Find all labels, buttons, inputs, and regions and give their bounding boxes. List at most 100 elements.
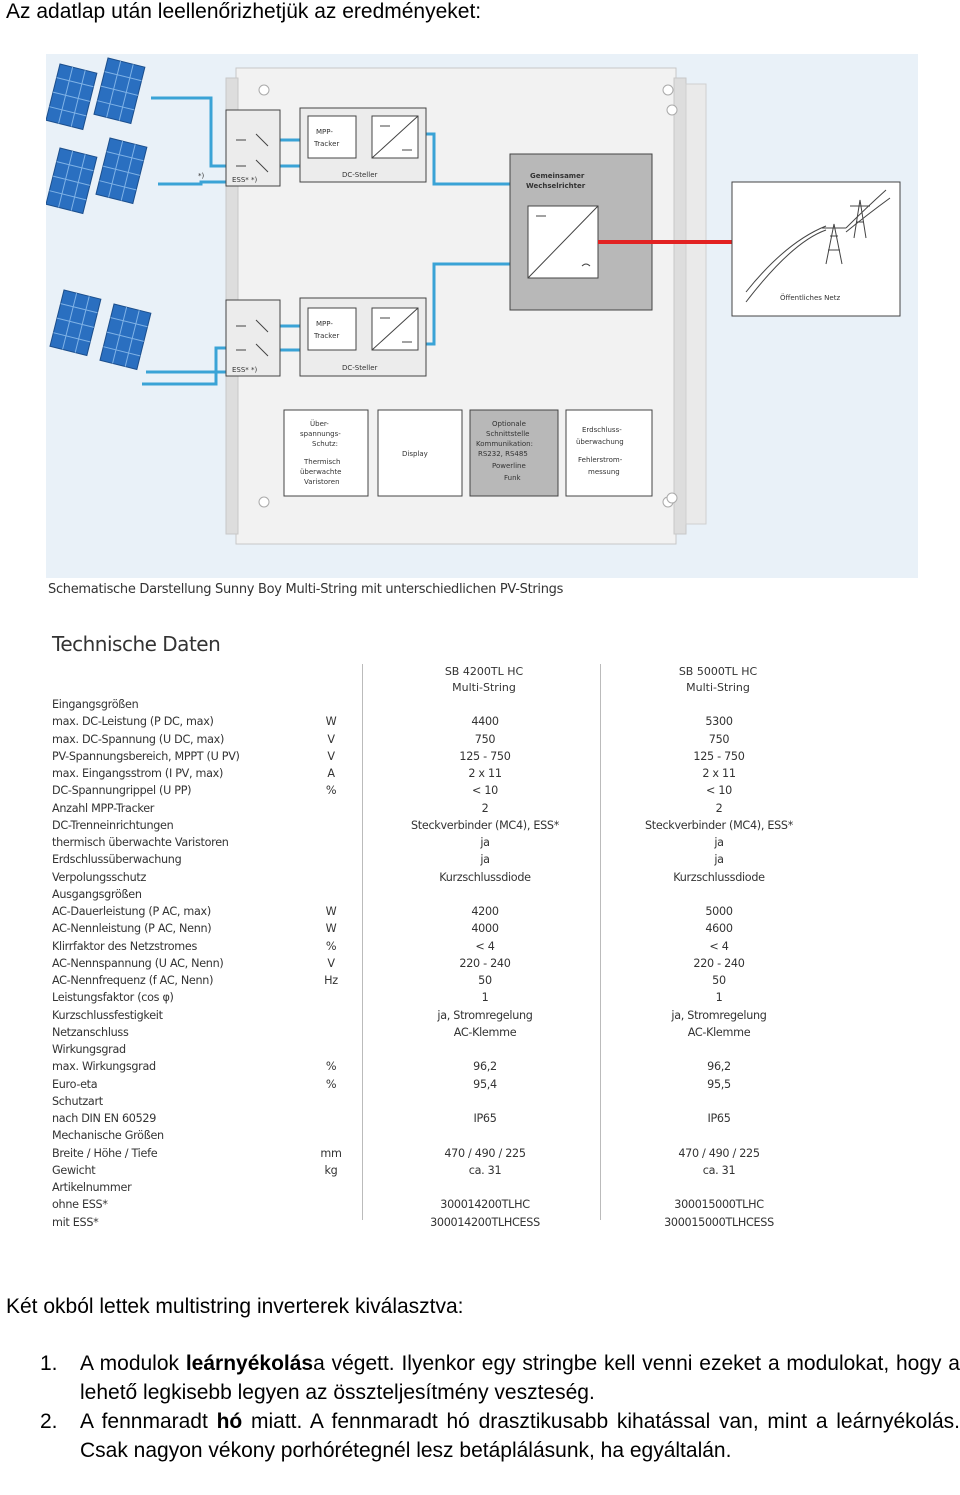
value-sb5000: IP65	[707, 1112, 731, 1125]
value-sb4200: ja	[480, 853, 490, 867]
svg-text:RS232, RS485: RS232, RS485	[478, 450, 528, 458]
value-sb5000: 4600	[705, 922, 733, 936]
solar-panel-icon	[46, 57, 152, 371]
value-sb4200: 470 / 490 / 225	[444, 1146, 526, 1160]
value-sb4200: 95,4	[473, 1077, 497, 1091]
row-label: Wirkungsgrad	[52, 1043, 126, 1056]
ess-label-top: ESS* *)	[232, 176, 258, 184]
svg-text:Funk: Funk	[504, 474, 522, 482]
value-sb5000: Steckverbinder (MC4), ESS*	[644, 818, 794, 832]
svg-text:spannungs-: spannungs-	[300, 430, 341, 438]
value-sb5000: 125 - 750	[693, 749, 745, 763]
table-row: Klirrfaktor des Netzstromes%< 4< 4	[0, 940, 960, 957]
row-label: Kurzschlussfestigkeit	[52, 1008, 163, 1022]
table-row: Eingangsgrößen	[0, 698, 960, 715]
value-sb5000: ca. 31	[702, 1163, 736, 1177]
value-sb5000: ja, Stromregelung	[671, 1008, 767, 1022]
row-unit: mm	[320, 1146, 342, 1160]
table-row: Mechanische Größen	[0, 1129, 960, 1146]
svg-text:Fehlerstrom-: Fehlerstrom-	[578, 456, 623, 464]
row-label: AC-Nennspannung (U AC, Nenn)	[52, 956, 224, 970]
value-sb5000: 750	[708, 732, 730, 746]
surge-protection-box	[283, 409, 369, 497]
value-sb5000: 300015000TLHC	[674, 1198, 764, 1212]
row-unit: %	[325, 1060, 337, 1074]
tech-data-title: Technische Daten	[52, 632, 221, 656]
value-sb5000: Kurzschlussdiode	[673, 870, 765, 884]
svg-text:Schutz:: Schutz:	[312, 440, 338, 448]
svg-text:MPP-: MPP-	[316, 320, 333, 328]
table-row: Schutzart	[0, 1095, 960, 1112]
value-sb4200: IP65	[473, 1112, 497, 1125]
row-label: Leistungsfaktor (cos φ)	[52, 991, 174, 1005]
row-label: max. DC-Leistung (P DC, max)	[52, 715, 214, 729]
row-label: AC-Dauerleistung (P AC, max)	[52, 905, 211, 918]
row-unit: %	[325, 784, 337, 798]
svg-text:Tracker: Tracker	[313, 332, 339, 340]
value-sb5000: < 10	[706, 784, 732, 798]
row-label: nach DIN EN 60529	[52, 1112, 157, 1125]
row-label: Klirrfaktor des Netzstromes	[52, 939, 198, 953]
value-sb4200: AC-Klemme	[453, 1025, 517, 1039]
row-label: max. Wirkungsgrad	[52, 1060, 156, 1074]
row-unit: Hz	[324, 974, 338, 987]
row-unit: %	[325, 1077, 337, 1091]
grid-box	[731, 181, 901, 317]
svg-text:überwachte: überwachte	[300, 468, 341, 476]
value-sb4200: ja	[480, 836, 490, 849]
svg-text:Wechselrichter: Wechselrichter	[526, 182, 586, 190]
value-sb5000: 2 x 11	[702, 767, 736, 780]
svg-text:DC-Steller: DC-Steller	[342, 171, 377, 179]
row-label: Eingangsgrößen	[52, 698, 139, 711]
svg-text:überwachung: überwachung	[576, 438, 624, 446]
svg-text:Tracker: Tracker	[313, 140, 339, 148]
value-sb4200: 300014200TLHC	[440, 1198, 530, 1212]
row-label: mit ESS*	[52, 1215, 99, 1229]
row-label: Breite / Höhe / Tiefe	[52, 1146, 158, 1160]
svg-text:Optionale: Optionale	[492, 420, 526, 428]
row-label: AC-Nennleistung (P AC, Nenn)	[52, 922, 212, 936]
row-unit: V	[327, 732, 335, 746]
column-divider	[362, 664, 363, 1220]
column-divider	[600, 664, 601, 1220]
value-sb4200: 750	[474, 732, 496, 746]
row-label: Ausgangsgrößen	[52, 887, 142, 901]
value-sb5000: 50	[712, 974, 726, 987]
table-row: nach DIN EN 60529 IP65 IP65	[0, 1112, 960, 1129]
ess-box-bottom	[225, 299, 281, 377]
value-sb5000: 5300	[705, 715, 733, 729]
value-sb4200: 220 - 240	[459, 956, 511, 970]
page-heading: Az adatlap után leellenőrizhetjük az ere…	[6, 0, 482, 23]
list-item: 1.A modulok leárnyékolása végett. Ilyenk…	[40, 1352, 960, 1404]
value-sb4200: 300014200TLHCESS	[430, 1215, 540, 1229]
value-sb4200: 4200	[471, 905, 499, 918]
svg-text:Öffentliches Netz: Öffentliches Netz	[780, 293, 840, 302]
row-label: Euro-eta	[52, 1077, 98, 1091]
diagram-caption: Schematische Darstellung Sunny Boy Multi…	[48, 582, 564, 597]
row-label: Erdschlussüberwachung	[52, 853, 182, 867]
value-sb4200: 125 - 750	[459, 749, 511, 763]
column-header-sb4200: SB 4200TL HC Multi-String	[444, 665, 524, 694]
row-label: Schutzart	[52, 1094, 103, 1108]
value-sb4200: 2 x 11	[468, 767, 502, 780]
display-box	[377, 409, 463, 497]
row-label: max. Eingangsstrom (I PV, max)	[52, 767, 224, 780]
list-item: 2.A fennmaradt hó miatt. A fennmaradt hó…	[40, 1410, 960, 1462]
svg-text:*): *)	[198, 172, 205, 180]
row-unit: W	[325, 715, 337, 729]
svg-text:Erdschluss-: Erdschluss-	[582, 426, 622, 434]
